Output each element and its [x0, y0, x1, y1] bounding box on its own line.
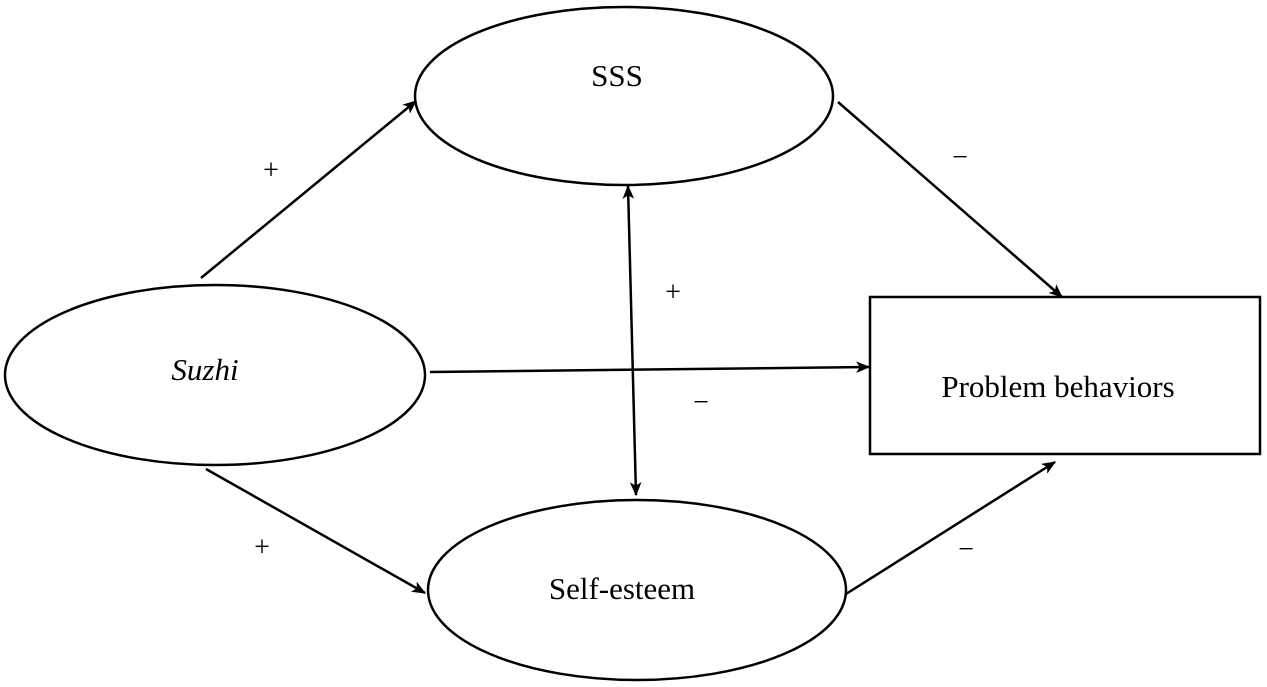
edge-suzhi-to-problem-behaviors [429, 361, 871, 374]
sign-suzhi-to-self-esteem: + [254, 532, 270, 563]
suzhi-label: Suzhi [171, 352, 238, 387]
edge-sss-self-esteem-correlation [622, 184, 642, 497]
node-sss: SSS [413, 5, 835, 187]
node-self-esteem: Self-esteem [426, 498, 848, 682]
edge-suzhi-to-sss [200, 100, 417, 279]
node-suzhi: Suzhi [3, 283, 427, 467]
sign-suzhi-to-problem-behaviors: − [693, 387, 709, 418]
self-esteem-label: Self-esteem [549, 571, 695, 606]
node-problem-behaviors: Problem behaviors [868, 295, 1262, 456]
problem-behaviors-label: Problem behaviors [941, 369, 1174, 404]
edge-suzhi-to-self-esteem [205, 467, 427, 595]
edge-sss-to-problem-behaviors [837, 101, 1063, 298]
edge-self-esteem-to-problem-behaviors [845, 460, 1056, 596]
sign-sss-to-problem-behaviors: − [952, 142, 968, 173]
self-esteem-ellipse [426, 498, 848, 682]
sign-self-esteem-to-problem-behaviors: − [958, 534, 974, 565]
problem-behaviors-box [868, 295, 1262, 456]
sss-label: SSS [591, 58, 643, 93]
sign-suzhi-to-sss: + [263, 155, 279, 186]
sign-sss-self-esteem-correlation: + [665, 277, 681, 308]
suzhi-ellipse [3, 283, 427, 467]
sss-ellipse [413, 5, 835, 187]
